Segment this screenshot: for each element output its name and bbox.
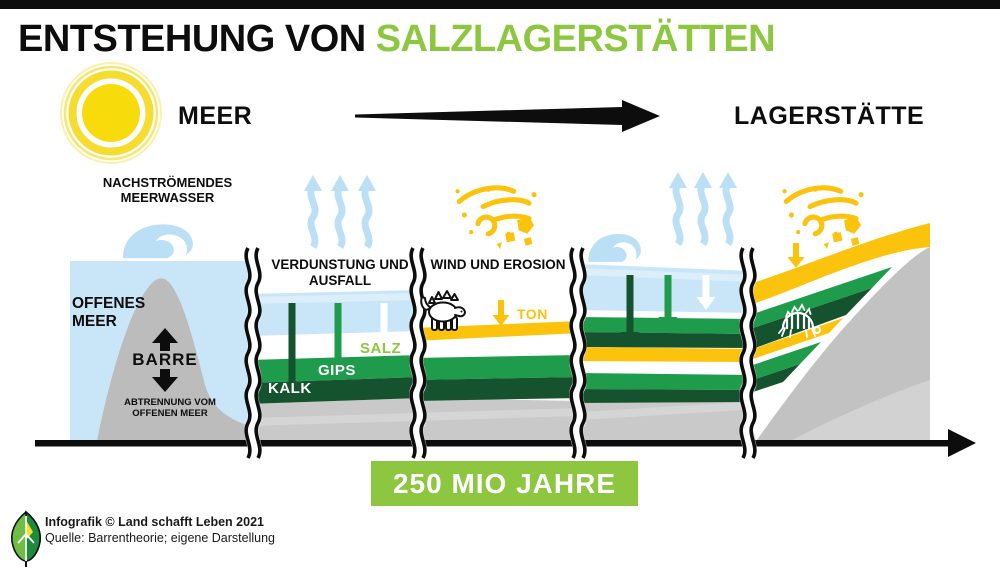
evaporation-label: VERDUNSTUNG UND AUSFALL (271, 257, 409, 288)
ton-layer-label: TON (517, 306, 548, 322)
steam-arrows-icon (669, 172, 737, 244)
sun-icon (60, 62, 162, 164)
wavy-divider (741, 248, 755, 458)
leaf-logo (10, 510, 42, 567)
fossil-icon (778, 303, 822, 338)
deposit-slope (744, 223, 930, 441)
kalk-layer-label: KALK (268, 380, 312, 397)
lagerstaette-label: LAGERSTÄTTE (734, 102, 925, 130)
barre-mountain (97, 278, 256, 441)
wavy-divider (246, 248, 260, 458)
steam-arrows-icon (304, 175, 376, 247)
wind-erosion-icon (455, 187, 536, 249)
timeline-banner: 250 MIO JAHRE (371, 461, 638, 506)
open-sea-label: OFFENES MEER (72, 295, 146, 331)
wind-erosion-icon (782, 187, 863, 249)
separation-label: ABTRENNUNG VOM OFFENEN MEER (124, 397, 216, 420)
dinosaur-icon (420, 290, 466, 331)
timeline-axis (35, 429, 976, 457)
ton-arrow (787, 243, 805, 268)
precipitation-arrows (620, 275, 716, 345)
wavy-divider (571, 248, 585, 458)
meer-label: MEER (178, 102, 253, 130)
layer-ton (414, 321, 580, 341)
ton-arrow (492, 300, 510, 326)
wind-erosion-label: WIND UND EROSION (430, 257, 566, 272)
wave-icon (588, 233, 641, 262)
salz-layer-label: SALZ (360, 340, 402, 357)
layers-repeat (576, 264, 752, 403)
title-black: ENTSTEHUNG VON (18, 18, 366, 60)
barre-arrows (152, 328, 178, 392)
wave-icon (122, 224, 193, 259)
inflow-label: NACHSTRÖMENDES MEERWASSER (102, 175, 233, 206)
footer-source: Quelle: Barrentheorie; eigene Darstellun… (45, 531, 275, 545)
layer-ton-top (744, 223, 930, 307)
layers-wind (414, 321, 580, 401)
flow-arrow (355, 100, 660, 132)
footer-credit: Infografik © Land schafft Leben 2021 (45, 515, 264, 529)
barre-label: BARRE (132, 350, 198, 369)
top-bar (0, 0, 1000, 9)
gips-layer-label: GIPS (318, 362, 356, 379)
title-green: SALZLAGERSTÄTTEN (375, 18, 776, 60)
deposit-mountain (756, 247, 930, 441)
precipitation-arrows (282, 303, 394, 397)
